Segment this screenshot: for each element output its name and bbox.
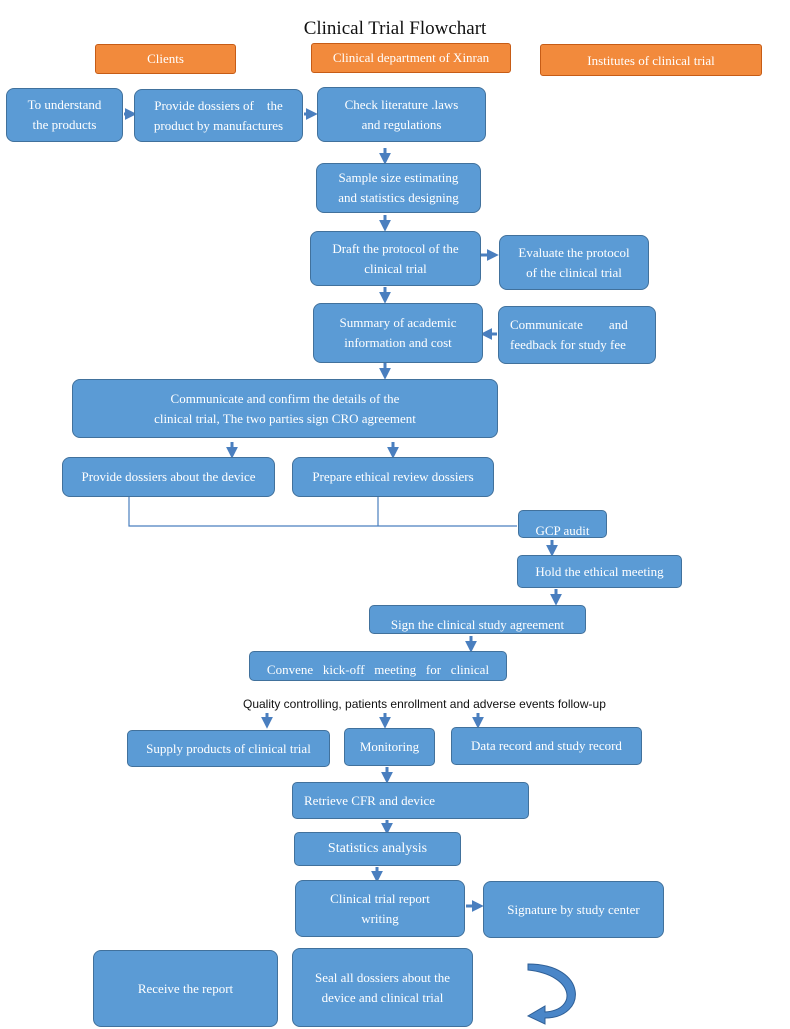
header-clinical-department: Clinical department of Xinran xyxy=(311,43,511,73)
box-confirm-details-cro: Communicate and confirm the details of t… xyxy=(72,379,498,438)
box-gcp-audit: GCP audit xyxy=(518,510,607,538)
header-institutes: Institutes of clinical trial xyxy=(540,44,762,76)
box-prepare-ethical-dossiers: Prepare ethical review dossiers xyxy=(292,457,494,497)
box-supply-products: Supply products of clinical trial xyxy=(127,730,330,767)
box-signature-study-center: Signature by study center xyxy=(483,881,664,938)
header-clients: Clients xyxy=(95,44,236,74)
quality-control-label: Quality controlling, patients enrollment… xyxy=(243,697,606,711)
box-retrieve-cfr: Retrieve CFR and device xyxy=(292,782,529,819)
box-data-record: Data record and study record xyxy=(451,727,642,765)
page-title: Clinical Trial Flowchart xyxy=(303,18,487,39)
box-monitoring: Monitoring xyxy=(344,728,435,766)
join-line-dossiers-to-gcp xyxy=(128,497,517,527)
box-receive-report: Receive the report xyxy=(93,950,278,1027)
curved-return-arrow xyxy=(526,963,576,1025)
box-sign-study-agreement: Sign the clinical study agreement xyxy=(369,605,586,634)
box-provide-device-dossiers: Provide dossiers about the device xyxy=(62,457,275,497)
box-hold-ethical-meeting: Hold the ethical meeting xyxy=(517,555,682,588)
box-statistics-analysis: Statistics analysis xyxy=(294,832,461,866)
box-kickoff-meeting: Convene kick-off meeting for clinical xyxy=(249,651,507,681)
